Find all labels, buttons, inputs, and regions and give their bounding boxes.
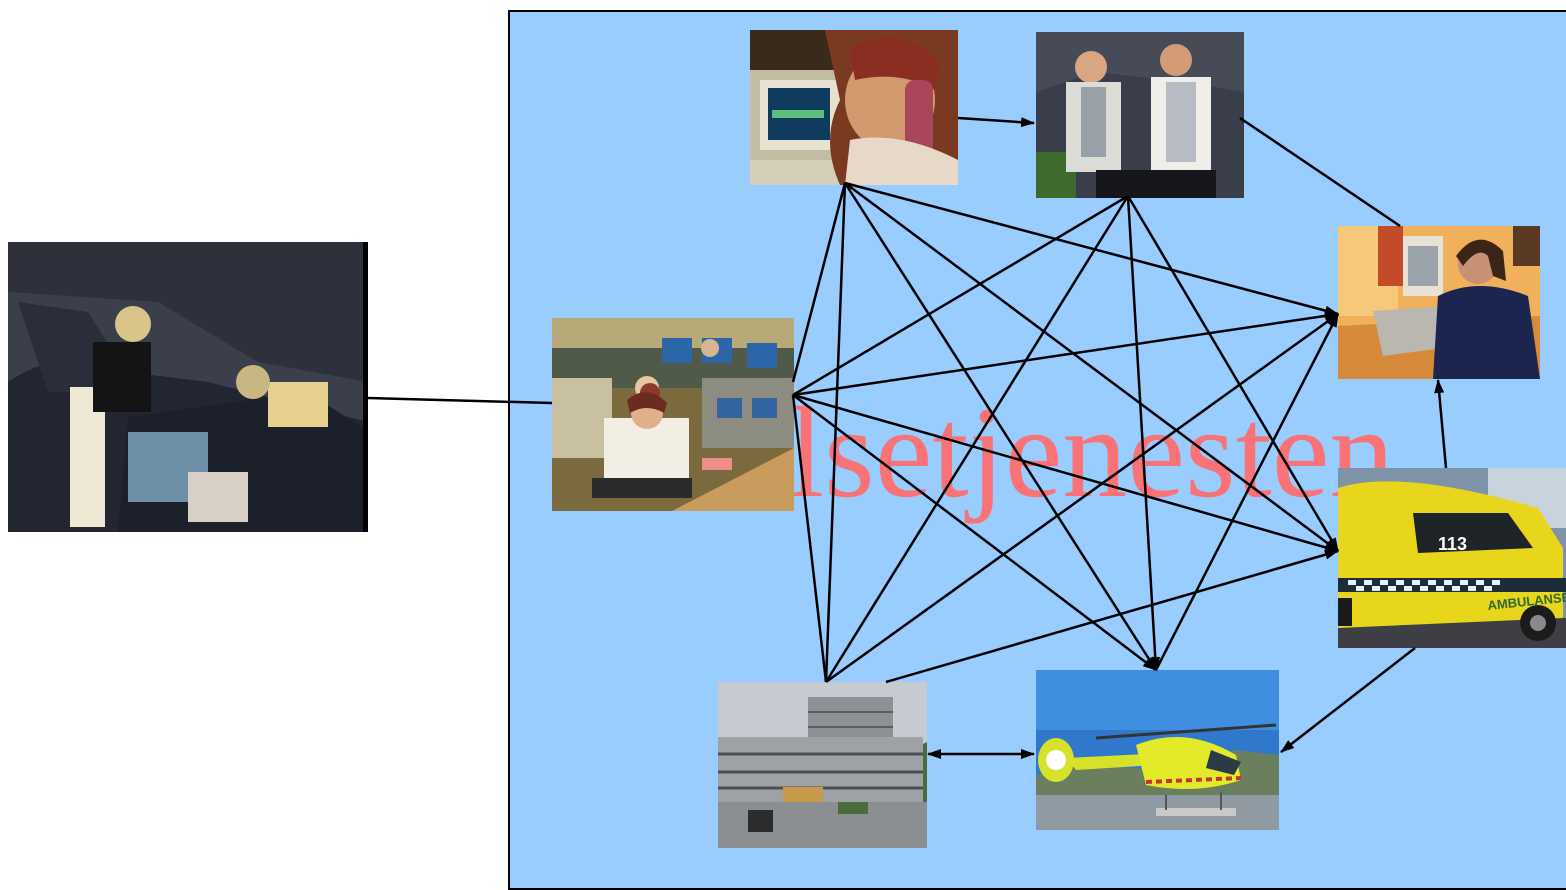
doctors-photo xyxy=(1036,32,1244,198)
nurse-laptop-photo xyxy=(1338,226,1540,379)
watermark-text: lsetjenesten xyxy=(788,381,1395,525)
ambulance-phone-label: 113 xyxy=(1438,534,1467,554)
car-accident-photo xyxy=(8,242,368,532)
ambulance-photo: 113 AMBULANSE xyxy=(1338,468,1566,648)
emergency-center-photo xyxy=(552,318,794,511)
air-ambulance-photo xyxy=(1036,670,1279,830)
hospital-building-photo xyxy=(718,682,927,848)
phone-operator-photo xyxy=(750,30,958,185)
